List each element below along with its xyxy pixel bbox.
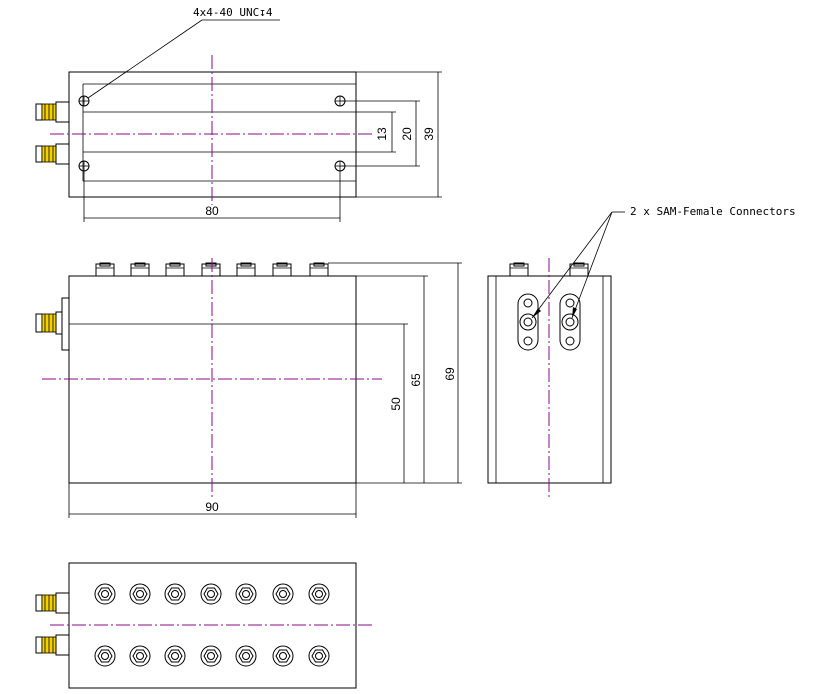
mounting-hole bbox=[78, 160, 90, 172]
side-connector bbox=[35, 592, 70, 614]
terminal bbox=[165, 262, 185, 277]
nut bbox=[94, 583, 116, 605]
dim-65: 65 bbox=[409, 373, 423, 387]
dim-20: 20 bbox=[400, 127, 414, 141]
nut bbox=[308, 645, 330, 667]
dim-80: 80 bbox=[205, 204, 219, 218]
front-view: 50 65 69 90 bbox=[35, 258, 462, 518]
nut bbox=[200, 645, 222, 667]
bottom-view bbox=[35, 562, 372, 689]
terminal bbox=[201, 262, 221, 277]
thread-leader bbox=[87, 19, 203, 99]
nut bbox=[235, 583, 257, 605]
nut bbox=[129, 645, 151, 667]
terminal bbox=[236, 262, 256, 277]
nut bbox=[129, 583, 151, 605]
dim-90: 90 bbox=[205, 500, 219, 514]
terminal bbox=[509, 262, 529, 277]
sam-connector bbox=[559, 293, 581, 351]
terminal bbox=[272, 262, 292, 277]
nut bbox=[164, 645, 186, 667]
terminal bbox=[569, 262, 589, 277]
thread-note: 4x4-40 UNC↧4 bbox=[193, 6, 273, 19]
nut bbox=[200, 583, 222, 605]
nut bbox=[272, 645, 294, 667]
sam-connector bbox=[517, 293, 539, 351]
side-connector bbox=[35, 101, 70, 123]
side-connector bbox=[35, 143, 70, 165]
terminal bbox=[95, 262, 115, 277]
terminal bbox=[130, 262, 150, 277]
nut-row-bottom bbox=[94, 645, 330, 667]
dim-13: 13 bbox=[375, 127, 389, 141]
nut bbox=[235, 645, 257, 667]
nut bbox=[164, 583, 186, 605]
nut bbox=[94, 645, 116, 667]
connector-leader bbox=[571, 211, 613, 319]
top-view: 4x4-40 UNC↧4 13 20 39 80 bbox=[35, 6, 442, 222]
side-connector bbox=[35, 634, 70, 656]
dim-39: 39 bbox=[422, 127, 436, 141]
dim-69: 69 bbox=[443, 367, 457, 381]
dim-50: 50 bbox=[389, 397, 403, 411]
connector-leader bbox=[531, 211, 613, 319]
nut-row-top bbox=[94, 583, 330, 605]
terminal bbox=[309, 262, 329, 277]
connector-note: 2 x SAM-Female Connectors bbox=[630, 205, 796, 218]
mounting-hole bbox=[78, 95, 90, 107]
side-view: 2 x SAM-Female Connectors bbox=[487, 205, 796, 500]
nut bbox=[308, 583, 330, 605]
nut bbox=[272, 583, 294, 605]
